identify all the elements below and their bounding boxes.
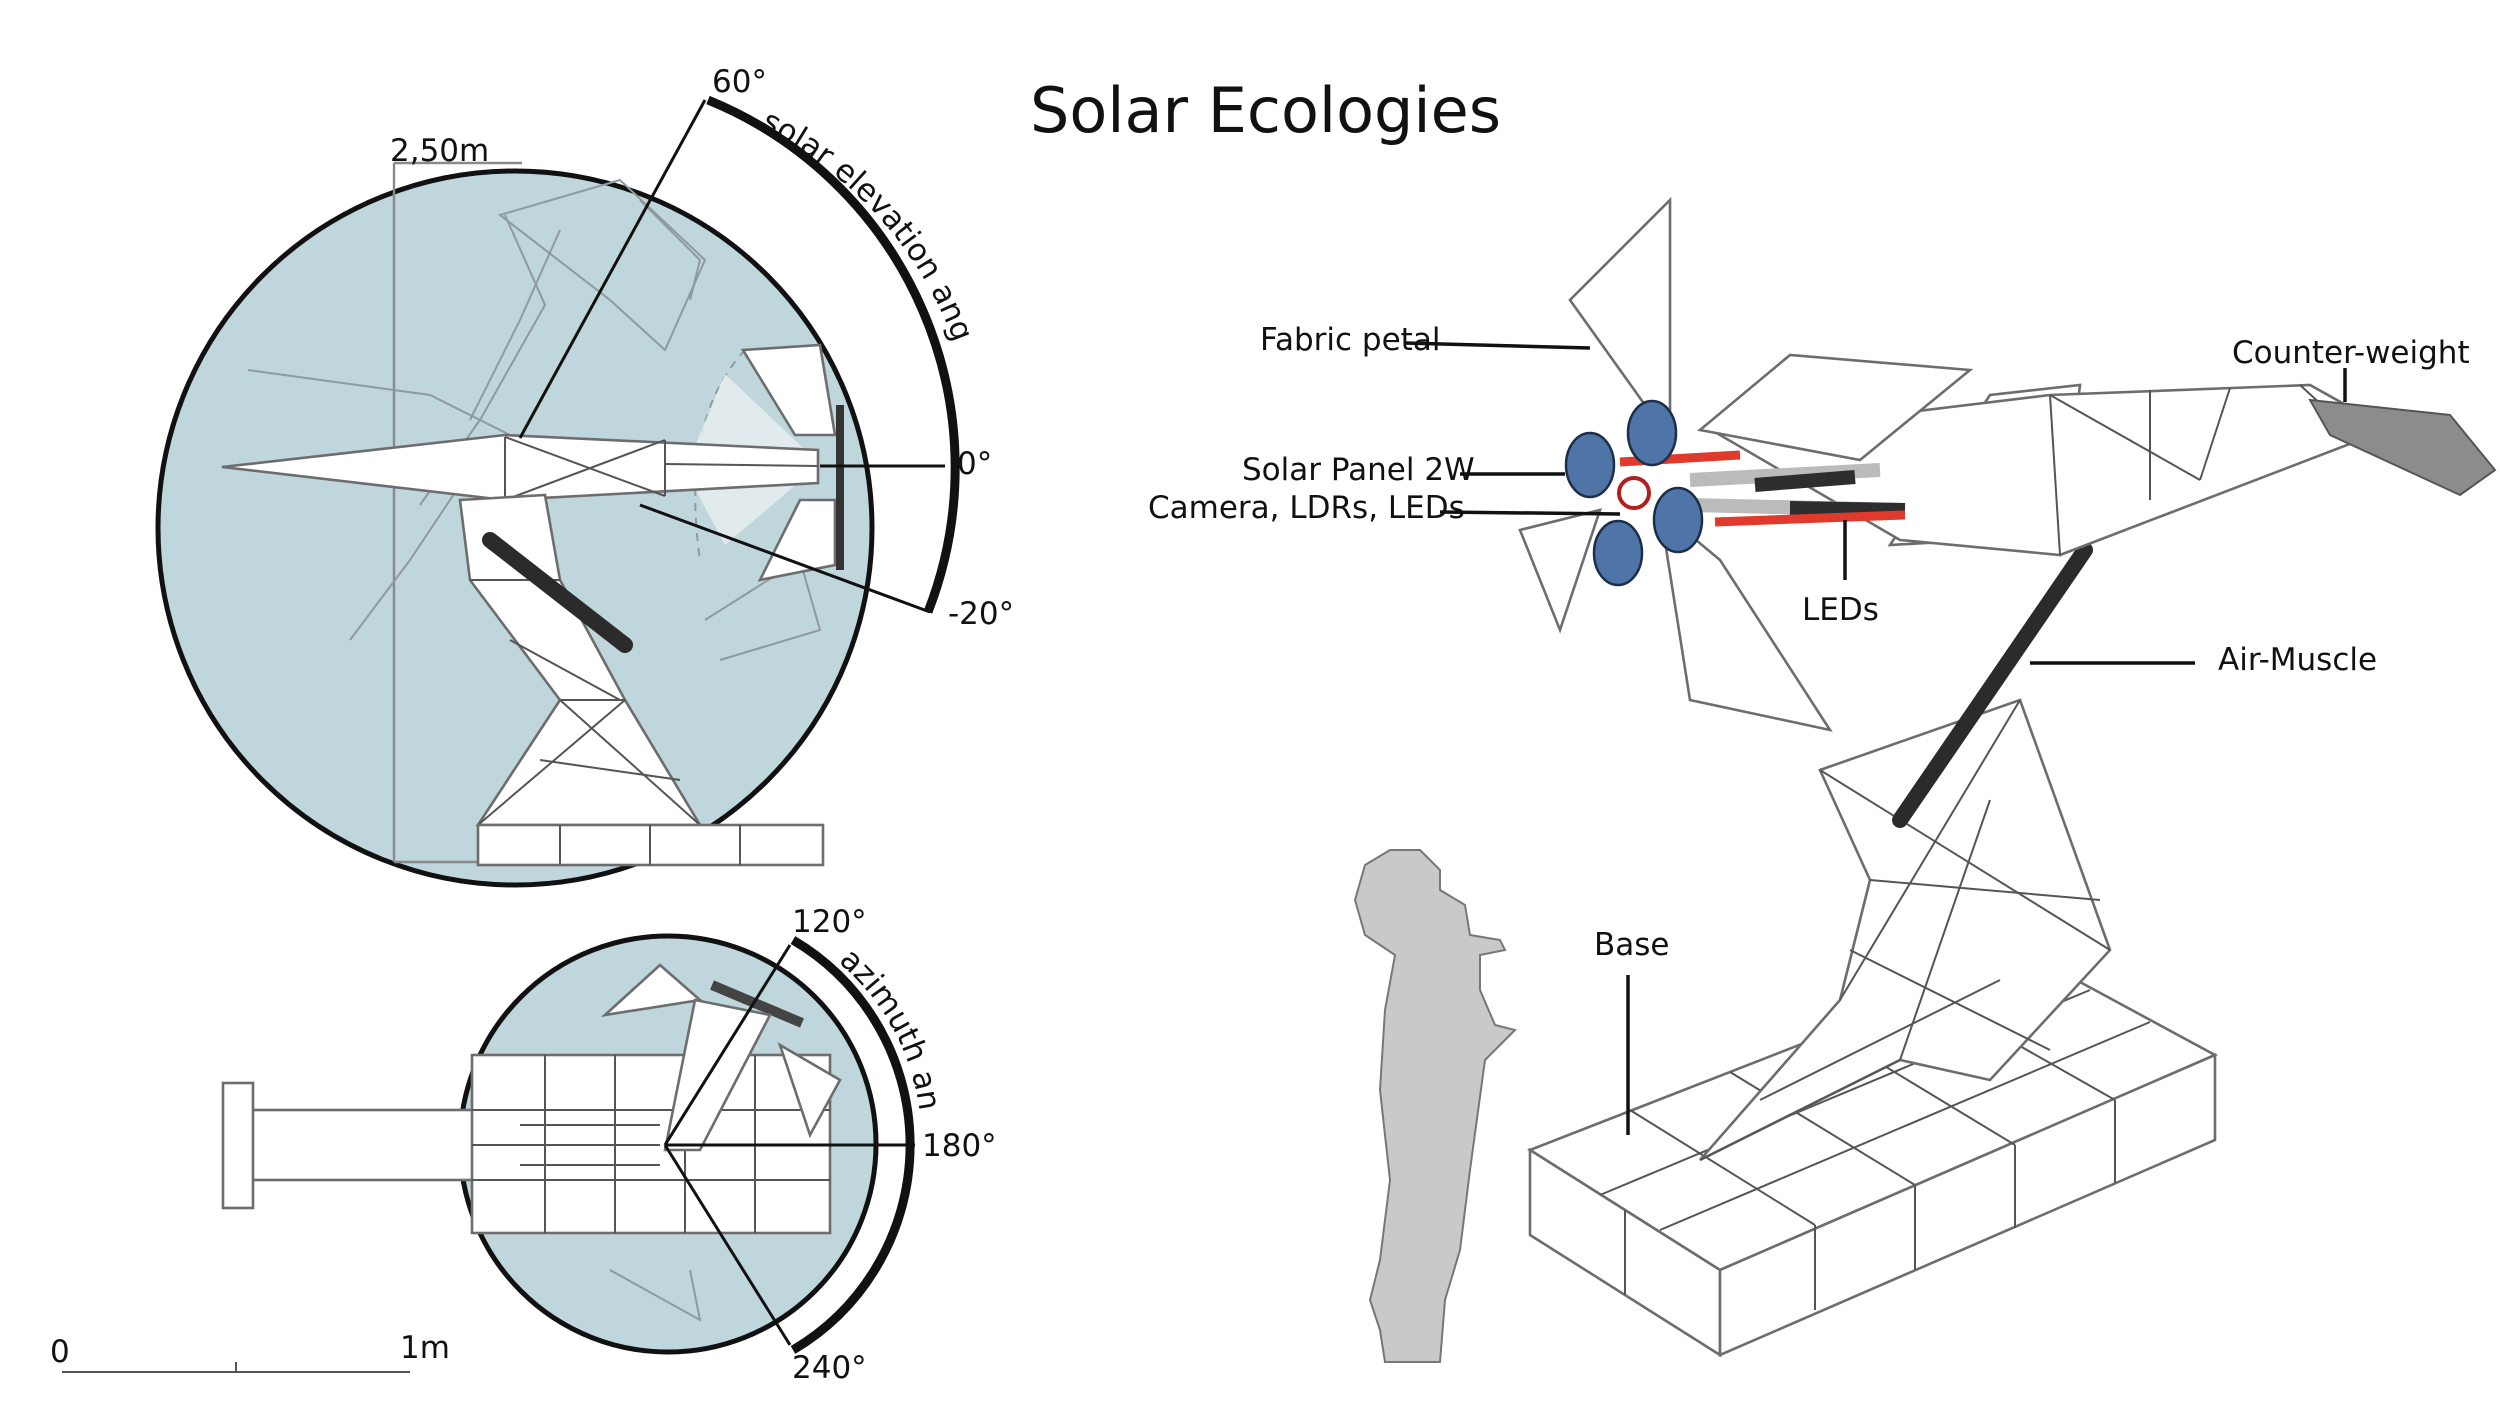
axo-base-right: [1718, 1053, 2217, 1357]
diagram-title: Solar Ecologies: [1030, 74, 1501, 147]
axo-upper-flat-petal: [1697, 353, 1974, 462]
angle-minus-20: -20°: [948, 596, 1014, 632]
angle-240: 240°: [792, 1350, 867, 1386]
plan-arm: [226, 1108, 490, 1182]
plan-petal-right: [777, 1042, 842, 1139]
axo-solar-panel-3: [1652, 486, 1704, 554]
plan-ghost-petal: [609, 1269, 702, 1322]
axo-camera-ring: [1617, 476, 1651, 510]
elevation-air-muscle: [482, 532, 633, 653]
axo-fabric-petal-left: [1518, 508, 1602, 634]
plan-counterweight: [221, 1081, 255, 1210]
axo-rod-dark-2: [1789, 501, 1906, 517]
ray-240: [663, 1144, 792, 1346]
angle-180: 180°: [922, 1128, 997, 1164]
ray-120: [663, 944, 792, 1146]
axo-fabric-petal-bottom: [1658, 506, 1833, 732]
scale-start: 0: [50, 1334, 70, 1370]
callout-leaders: [1404, 341, 2347, 1135]
callout-solar-panel: Solar Panel 2W: [1242, 452, 1475, 488]
axo-led-strip-2: [1714, 510, 1906, 527]
callout-fabric-petal: Fabric petal: [1260, 322, 1440, 358]
elevation-view: 2,50m: [155, 95, 960, 888]
plan-petal-upper: [600, 963, 703, 1017]
scale-end: 1m: [400, 1330, 450, 1366]
callout-base: Base: [1594, 927, 1670, 963]
angle-60: 60°: [712, 64, 767, 100]
ray-60: [518, 99, 707, 439]
scale-bar: [62, 1362, 410, 1373]
arm-truss: [504, 436, 819, 501]
plan-rotating-arm: [663, 998, 772, 1152]
axo-tower-truss: [1699, 699, 2111, 1161]
callout-camera: Camera, LDRs, LEDs: [1148, 490, 1465, 526]
lower-petal: [757, 498, 837, 582]
axo-counterweight: [2308, 398, 2497, 497]
azimuth-angle-arc: [790, 936, 915, 1354]
elevation-arm: [221, 433, 820, 502]
angle-0: 0°: [957, 446, 992, 482]
axo-rod-dark-1: [1754, 470, 1856, 492]
angle-120: 120°: [792, 904, 867, 940]
axo-fabric-petal-top: [1568, 196, 1672, 445]
child-silhouette: [1353, 849, 1517, 1363]
axonometric-view: [1518, 196, 2497, 1358]
elevation-base-grid: [559, 825, 741, 865]
axo-air-muscle: [1892, 542, 2093, 828]
callout-counter-weight: Counter-weight: [2232, 335, 2470, 371]
axo-solar-panel-1: [1564, 431, 1616, 499]
azimuth-view: [221, 933, 915, 1355]
plan-panel-edge: [710, 980, 804, 1028]
elevation-angle-arc: [706, 95, 960, 614]
axo-solar-panel-2: [1626, 399, 1678, 467]
axo-solar-panel-4: [1592, 519, 1644, 587]
height-label: 2,50m: [390, 133, 489, 169]
callout-leds: LEDs: [1802, 592, 1879, 628]
ray-minus-20: [639, 503, 931, 614]
callout-air-muscle: Air-Muscle: [2218, 642, 2377, 678]
upper-petal: [740, 343, 837, 437]
